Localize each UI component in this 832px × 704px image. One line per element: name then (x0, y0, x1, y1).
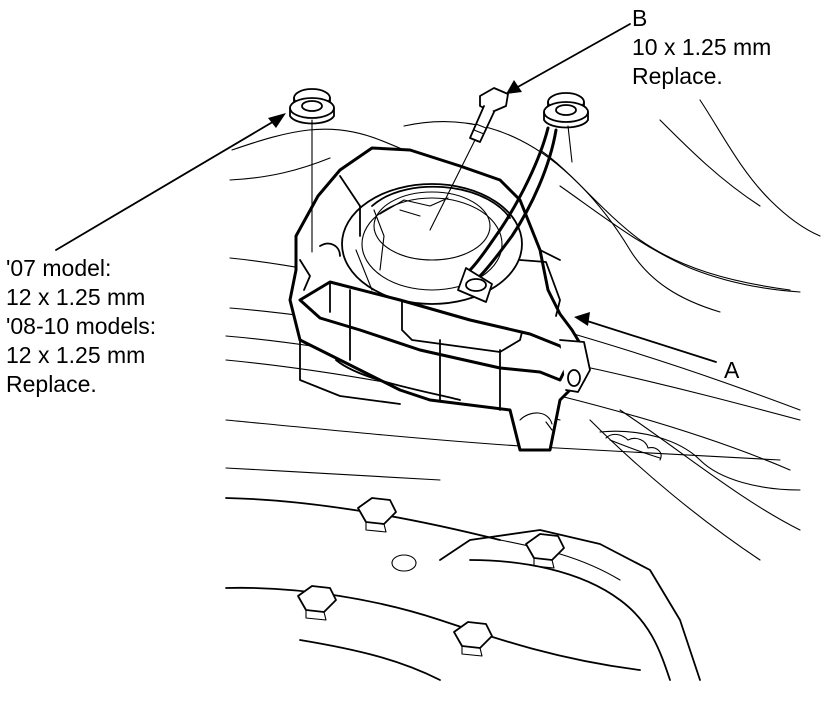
right-flange-nut (543, 92, 589, 163)
callout-left-line1: '07 model: (6, 255, 111, 281)
callout-left-line5: Replace. (6, 371, 97, 397)
callout-b: B 10 x 1.25 mm Replace. (632, 5, 771, 89)
frame-bolt-2 (525, 533, 565, 569)
callout-left-line3: '08-10 models: (6, 313, 156, 339)
left-flange-nut (289, 88, 335, 253)
callout-b-letter: B (632, 5, 647, 31)
frame-bolts (297, 497, 565, 657)
callout-a: A (724, 357, 740, 383)
frame-bolt-3 (297, 585, 337, 621)
callout-left-line2: 12 x 1.25 mm (6, 284, 145, 310)
engine-mount-assembly (288, 126, 591, 452)
bolt-b (429, 87, 509, 231)
callout-left-line4: 12 x 1.25 mm (6, 342, 145, 368)
callout-b-spec: 10 x 1.25 mm (632, 34, 771, 60)
callout-b-note: Replace. (632, 63, 723, 89)
frame-bolt-1 (357, 497, 397, 533)
frame-bolt-4 (453, 621, 493, 657)
callout-left-nut: '07 model: 12 x 1.25 mm '08-10 models: 1… (6, 255, 156, 397)
leader-lines (55, 23, 717, 363)
callout-a-letter: A (724, 357, 740, 383)
body-contour-lines (225, 99, 821, 681)
